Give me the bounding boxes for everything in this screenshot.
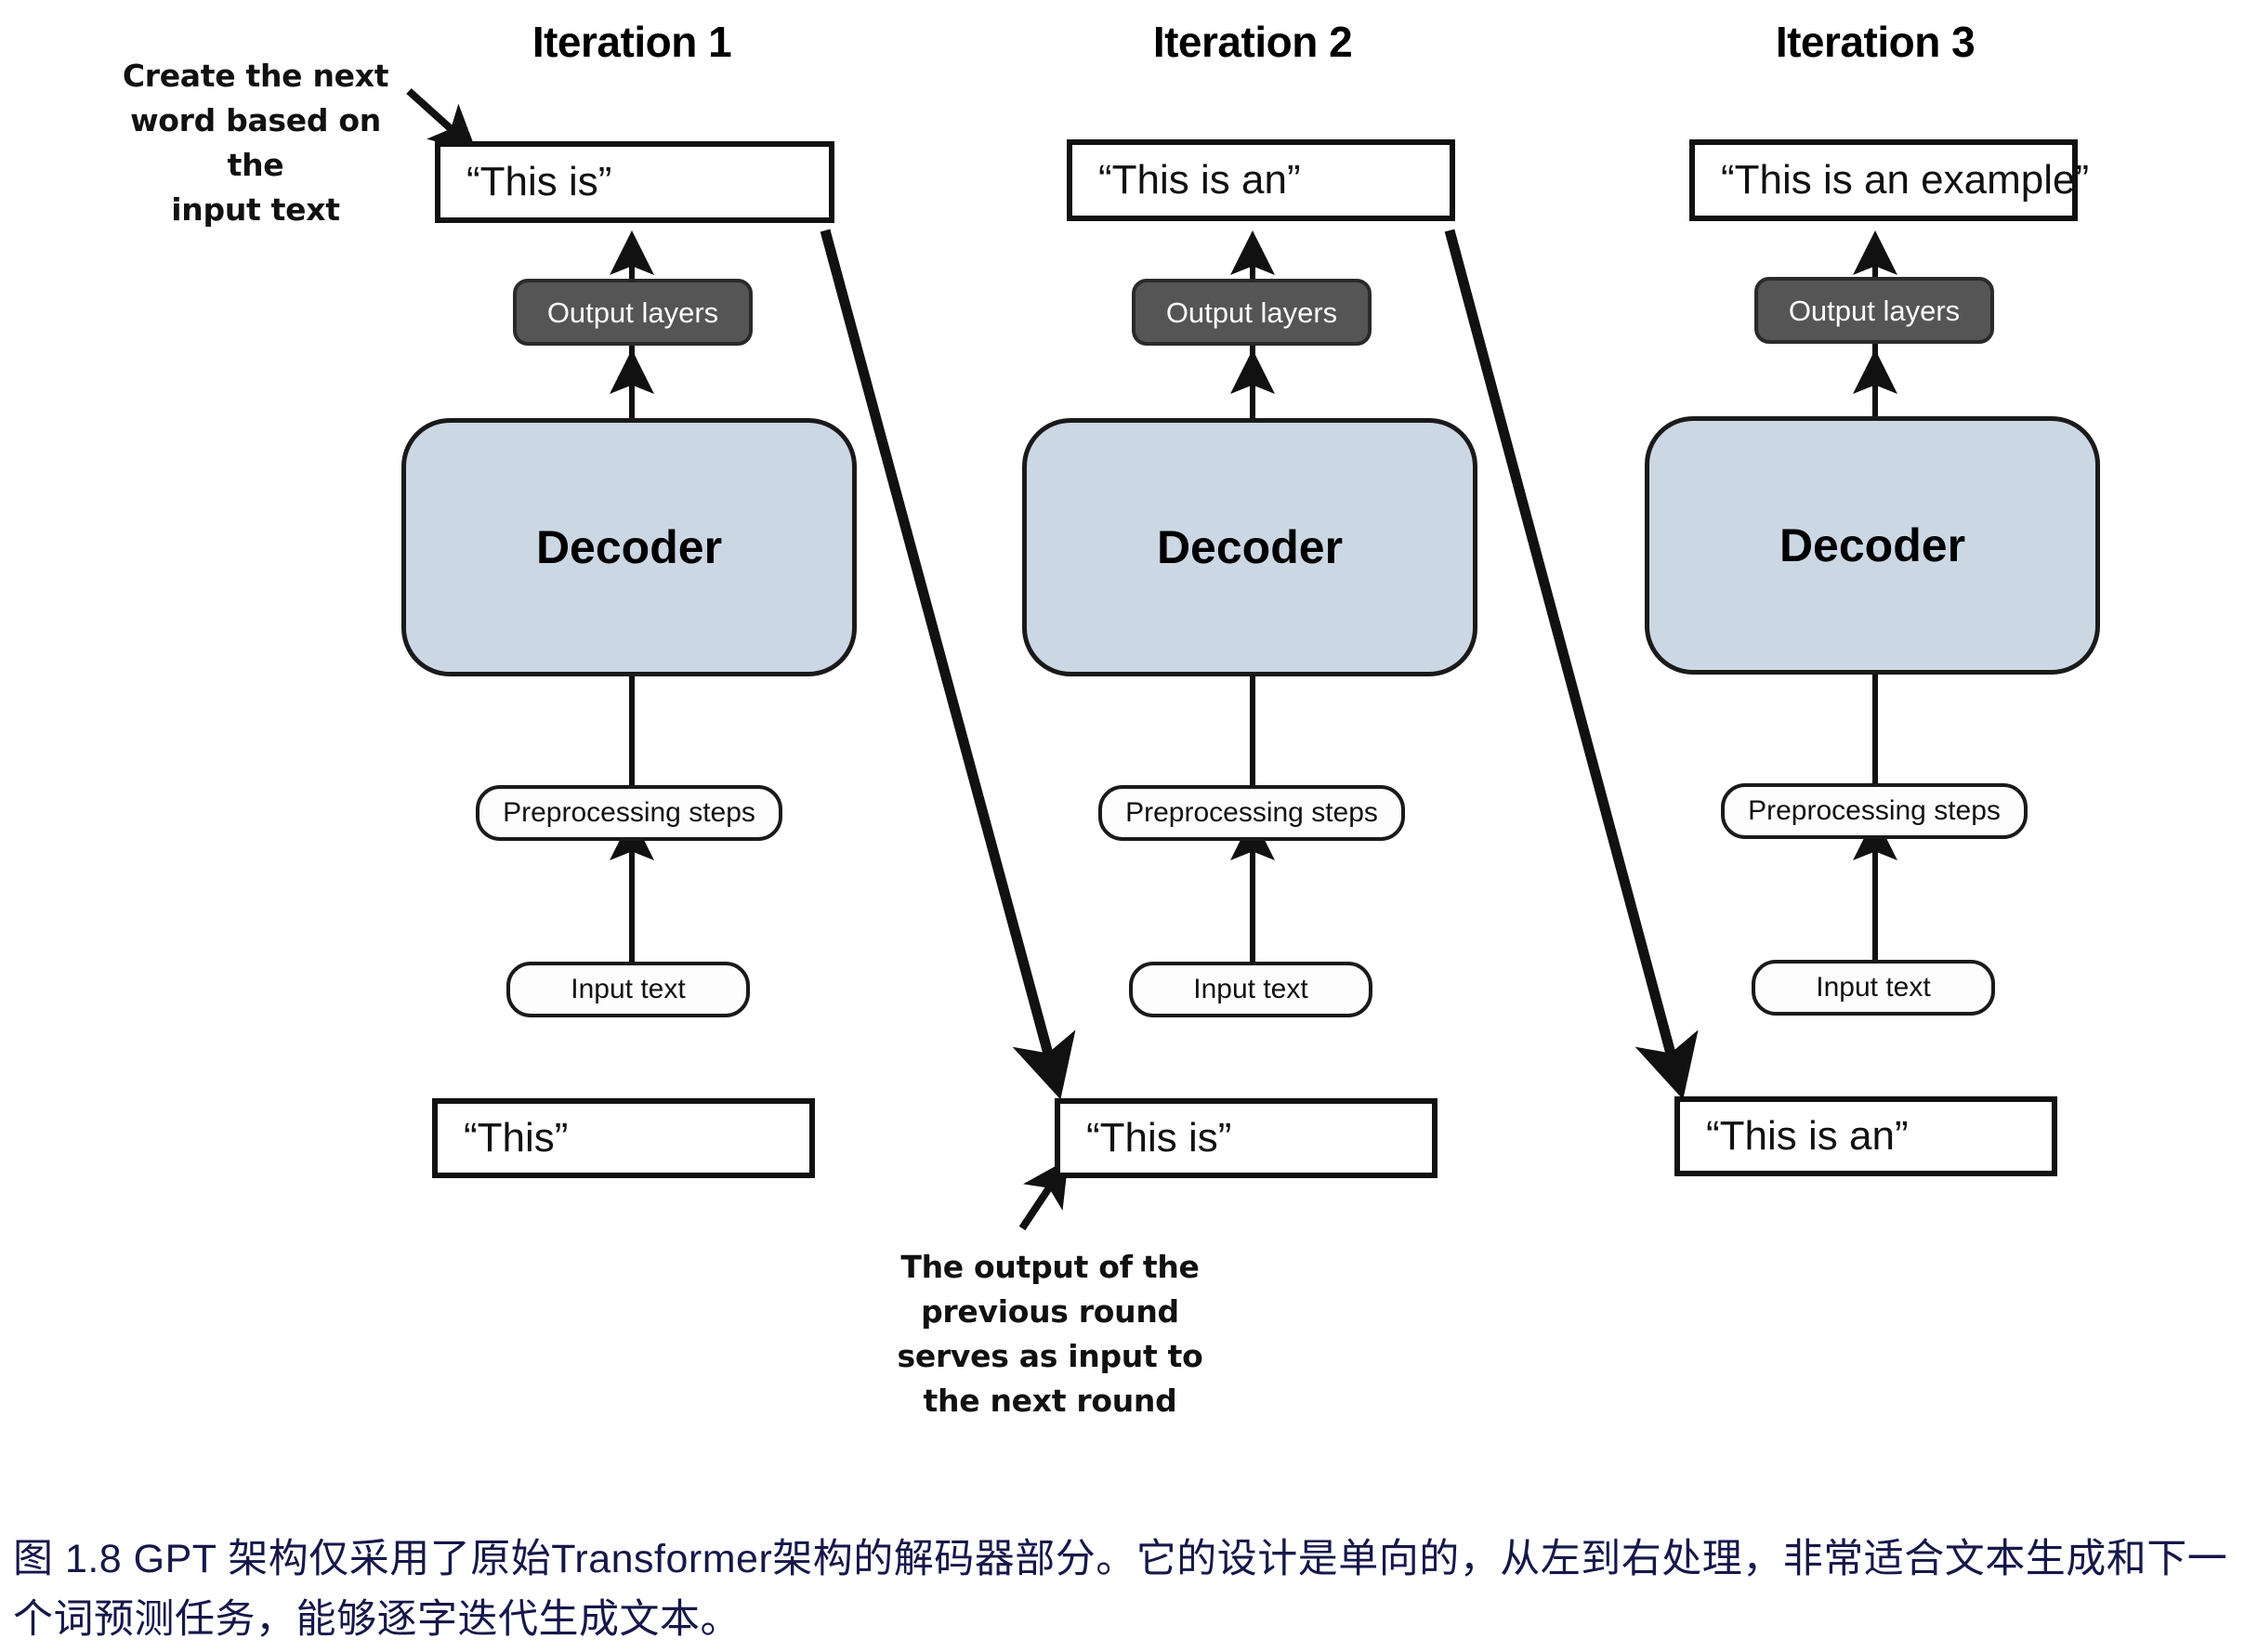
figure-caption: 图 1.8 GPT 架构仅采用了原始Transformer架构的解码器部分。它的… <box>13 1537 2228 1642</box>
input-quote-box-1[interactable]: “This” <box>432 1098 815 1178</box>
output-layers-box-3[interactable]: Output layers <box>1754 277 1994 344</box>
input-text-label-2: Input text <box>1193 974 1308 1004</box>
input-text-box-3[interactable]: Input text <box>1752 960 1995 1016</box>
output-layers-label-1: Output layers <box>546 295 719 329</box>
annotation-create-next-word: Create the next word based on the input … <box>122 58 389 228</box>
input-text-box-2[interactable]: Input text <box>1129 962 1372 1017</box>
output-quote-text-3: “This is an example” <box>1721 157 2090 203</box>
input-quote-text-1: “This” <box>464 1115 569 1160</box>
output-quote-text-2: “This is an” <box>1098 157 1301 203</box>
input-quote-text-2: “This is” <box>1086 1115 1232 1160</box>
column-title-iteration-2: Iteration 2 <box>1152 18 1353 66</box>
preprocessing-label-3: Preprocessing steps <box>1748 795 2001 826</box>
preprocessing-label-1: Preprocessing steps <box>503 797 755 828</box>
output-layers-box-1[interactable]: Output layers <box>513 279 753 346</box>
input-quote-box-2[interactable]: “This is” <box>1055 1098 1438 1178</box>
preprocessing-box-2[interactable]: Preprocessing steps <box>1098 785 1405 841</box>
decoder-box-3[interactable]: Decoder <box>1645 416 2100 675</box>
output-layers-label-3: Output layers <box>1788 294 1961 327</box>
column-title-iteration-1: Iteration 1 <box>532 18 732 66</box>
leader-output-previous-round <box>1018 1159 1069 1231</box>
decoder-box-2[interactable]: Decoder <box>1022 418 1477 676</box>
output-quote-box-1[interactable]: “This is” <box>435 141 834 223</box>
column-title-iteration-3: Iteration 3 <box>1775 18 1976 66</box>
input-quote-text-3: “This is an” <box>1706 1113 1909 1159</box>
preprocessing-box-3[interactable]: Preprocessing steps <box>1721 783 2028 839</box>
output-quote-box-2[interactable]: “This is an” <box>1067 139 1455 221</box>
input-text-label-1: Input text <box>571 974 686 1004</box>
decoder-label-3: Decoder <box>1779 519 1966 571</box>
preprocessing-label-2: Preprocessing steps <box>1125 797 1378 828</box>
arrow-iteration2-to-iteration3 <box>1444 229 1699 1100</box>
input-quote-box-3[interactable]: “This is an” <box>1674 1096 2057 1176</box>
output-layers-label-2: Output layers <box>1165 295 1338 329</box>
output-quote-text-1: “This is” <box>466 159 612 204</box>
annotation-output-previous-round: The output of the previous round serves … <box>897 1249 1203 1419</box>
input-text-box-1[interactable]: Input text <box>506 962 750 1017</box>
decoder-box-1[interactable]: Decoder <box>401 418 857 676</box>
preprocessing-box-1[interactable]: Preprocessing steps <box>476 785 782 841</box>
decoder-label-2: Decoder <box>1156 521 1344 573</box>
output-layers-box-2[interactable]: Output layers <box>1132 279 1372 346</box>
leader-create-next-word <box>406 88 478 152</box>
decoder-label-1: Decoder <box>535 521 723 573</box>
arrow-iteration1-to-iteration2 <box>820 229 1076 1100</box>
output-quote-box-3[interactable]: “This is an example” <box>1689 139 2089 221</box>
input-text-label-3: Input text <box>1816 972 1931 1003</box>
